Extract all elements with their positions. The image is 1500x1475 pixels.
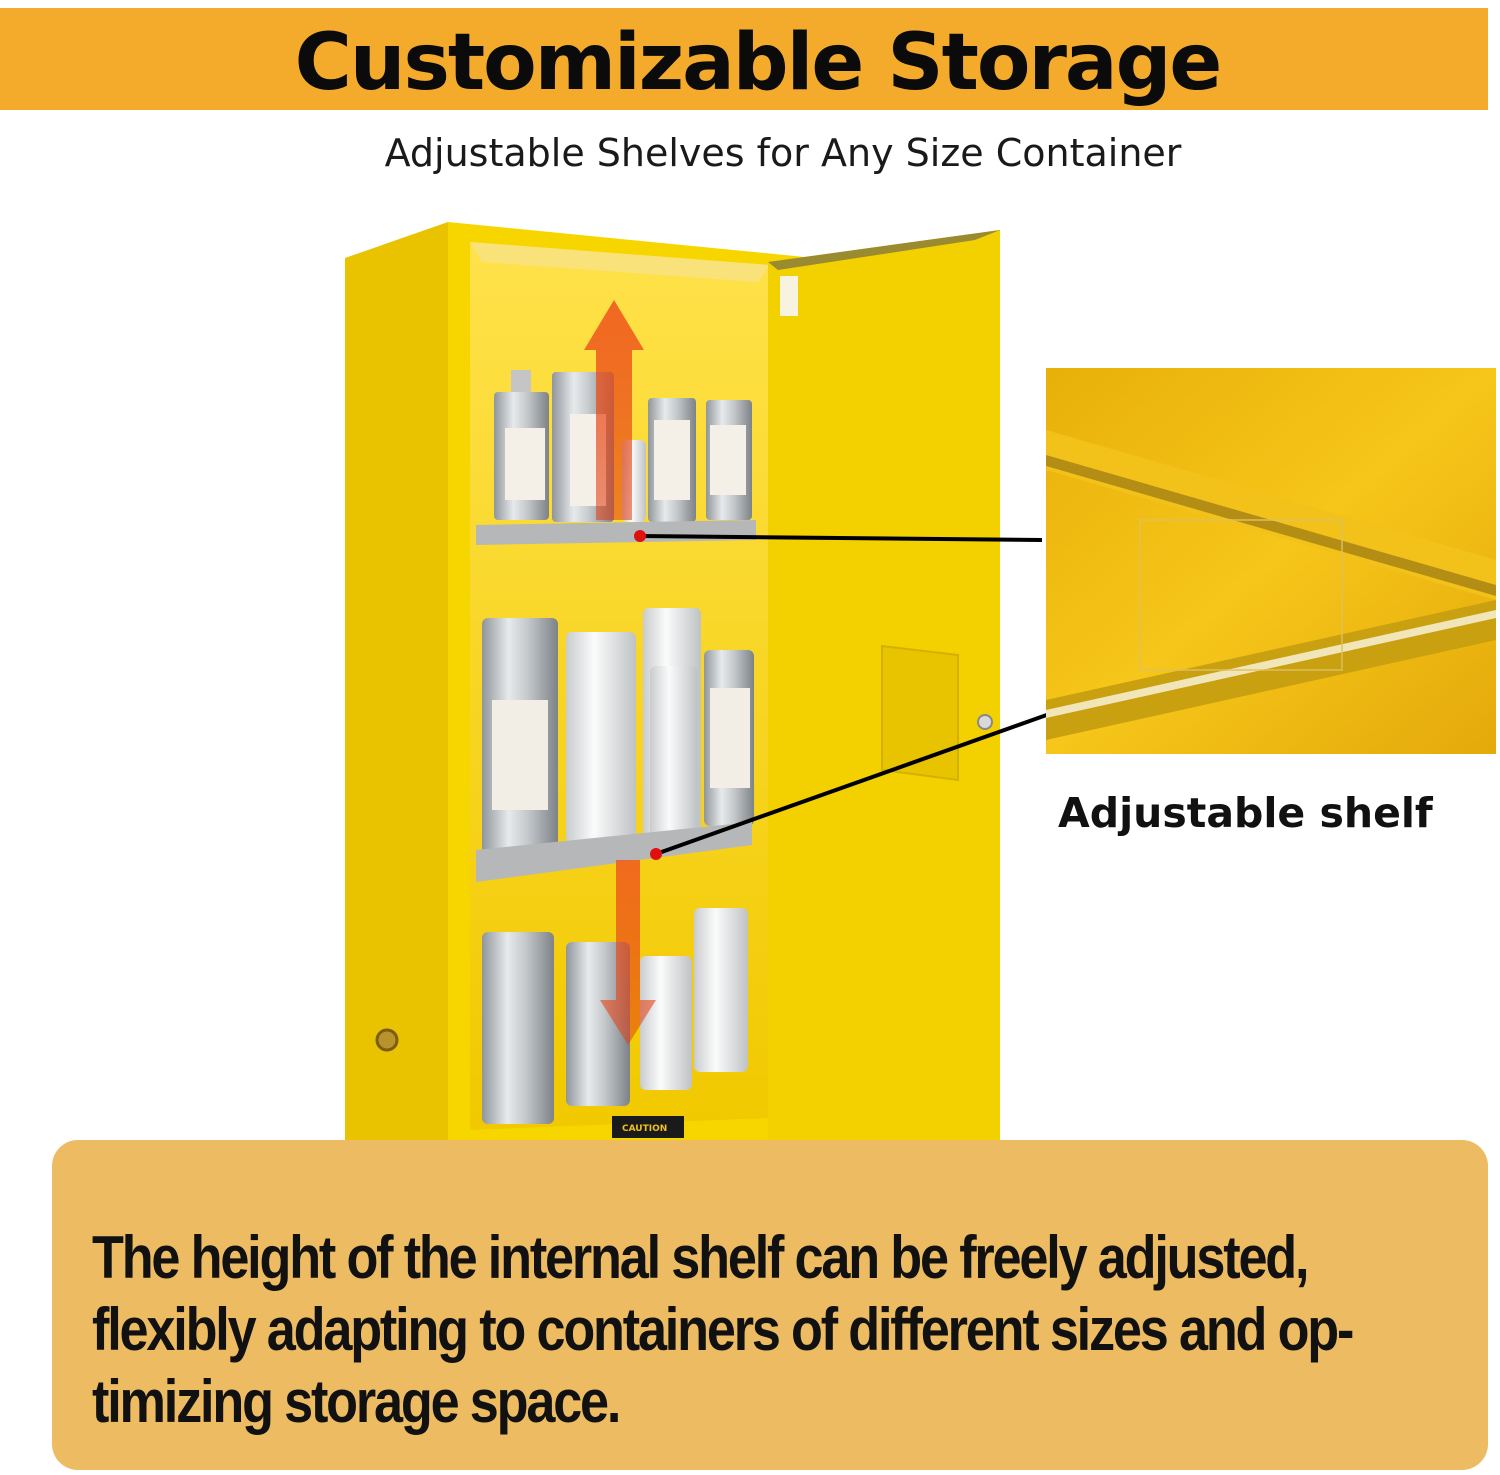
detail-label: Adjustable shelf <box>1058 789 1433 837</box>
top-shelf <box>476 520 756 545</box>
adjust-arrows <box>584 300 656 1045</box>
description-line-2: flexibly adapting to containers of diffe… <box>92 1296 1354 1363</box>
description-text: The height of the internal shelf can be … <box>92 1222 1449 1438</box>
description-line-1: The height of the internal shelf can be … <box>92 1224 1310 1291</box>
middle-shelf <box>476 822 752 882</box>
cabinet-door <box>768 230 1000 1210</box>
description-box <box>52 1140 1488 1470</box>
caution-label: CAUTION <box>622 1124 667 1134</box>
description-line-3: timizing storage space. <box>92 1368 621 1435</box>
middle-shelf-containers <box>482 608 754 856</box>
leader-lines <box>634 530 1056 860</box>
title-banner <box>0 8 1488 110</box>
page-subtitle: Adjustable Shelves for Any Size Containe… <box>384 131 1182 175</box>
shelf-detail-zoom <box>1046 368 1496 754</box>
page-title: Customizable Storage <box>294 18 1223 108</box>
bottom-containers <box>482 908 748 1124</box>
caution-plate: CAUTION <box>612 1116 684 1138</box>
